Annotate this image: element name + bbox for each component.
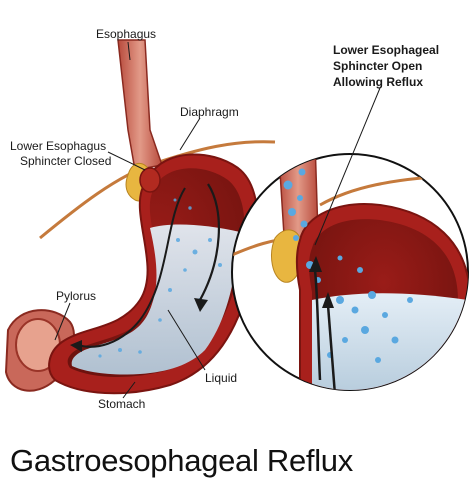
stomach-liquid: [71, 224, 240, 375]
label-esophagus: Esophagus: [96, 27, 156, 41]
label-les-closed-2: Sphincter Closed: [20, 154, 111, 168]
flow-arrowhead-left: [70, 340, 82, 352]
label-diaphragm: Diaphragm: [180, 105, 239, 119]
flow-arrow-left: [77, 187, 186, 348]
label-stomach: Stomach: [98, 397, 145, 411]
esophagus-tube: [117, 39, 163, 171]
zoom-reflux-arrowhead-1: [309, 256, 322, 272]
flow-arrow-down: [199, 183, 221, 301]
lower-sphincter-closed: [139, 167, 161, 193]
label-les-open-1: Lower Esophageal: [333, 43, 439, 57]
flow-arrowhead-down: [194, 298, 208, 312]
zoom-circle: [231, 153, 469, 391]
zoom-reflux-arrowhead-2: [322, 292, 334, 308]
zoom-reflux-arrow-2: [326, 304, 337, 390]
label-les-closed-1: Lower Esophagus: [10, 139, 106, 153]
diagram-title: Gastroesophageal Reflux: [10, 443, 353, 478]
label-les-open-2: Sphincter Open: [333, 59, 422, 73]
liquid-bubbles-main: [98, 198, 222, 358]
zoom-reflux-arrow-1: [313, 269, 322, 381]
main-stomach-illustration: [4, 39, 276, 395]
label-liquid: Liquid: [205, 371, 237, 385]
label-pylorus: Pylorus: [56, 289, 96, 303]
leader-lines: [54, 41, 381, 399]
label-les-open-3: Allowing Reflux: [333, 75, 423, 89]
